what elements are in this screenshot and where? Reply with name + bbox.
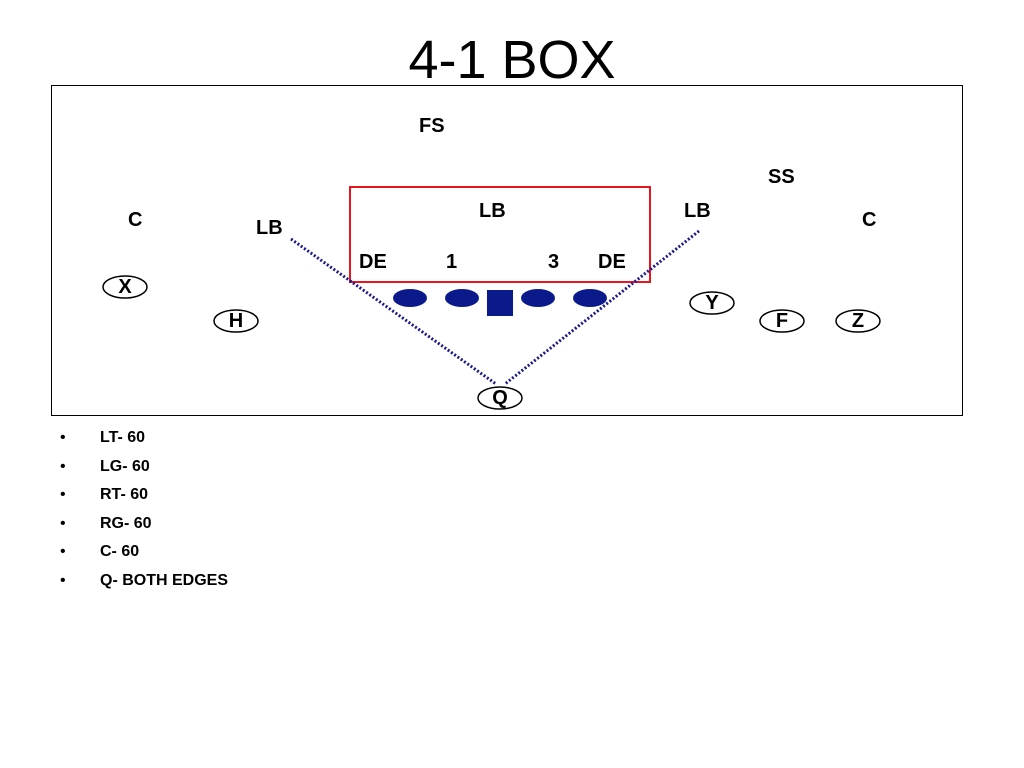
- player-f-label: F: [775, 310, 789, 332]
- defensive-end-left-label: DE: [359, 251, 387, 273]
- linebacker-right-label: LB: [684, 200, 711, 222]
- lineman-right-tackle: [573, 289, 607, 307]
- linebacker-left-label: LB: [256, 217, 283, 239]
- three-technique-label: 3: [548, 251, 560, 273]
- defensive-end-right-label: DE: [598, 251, 626, 273]
- player-z-label: Z: [851, 310, 865, 332]
- diagram-graphics: [102, 186, 881, 410]
- player-x-circle: [102, 275, 148, 299]
- player-q-circle: [477, 386, 523, 410]
- bullet-glyph: •: [60, 543, 66, 561]
- note-text: RG- 60: [100, 514, 152, 532]
- note-text: LG- 60: [100, 457, 150, 475]
- bullet-glyph: •: [60, 457, 66, 475]
- note-item: • RT- 60: [60, 481, 228, 510]
- lineman-left-guard: [445, 289, 479, 307]
- player-f-circle: [759, 309, 805, 333]
- note-item: • C- 60: [60, 538, 228, 567]
- note-text: RT- 60: [100, 486, 149, 504]
- note-item: • RG- 60: [60, 510, 228, 539]
- note-item: • LG- 60: [60, 453, 228, 482]
- bullet-glyph: •: [60, 514, 66, 532]
- linebacker-middle-label: LB: [479, 200, 506, 222]
- player-h-label: H: [228, 310, 244, 332]
- box-outline: [349, 186, 651, 283]
- player-z-circle: [835, 309, 881, 333]
- lineman-center: [487, 290, 513, 316]
- lineman-right-guard: [521, 289, 555, 307]
- note-text: LT- 60: [100, 429, 146, 446]
- bullet-glyph: •: [60, 486, 66, 504]
- corner-left-label: C: [128, 209, 143, 231]
- assignment-notes: • LT- 60 • LG- 60 • RT- 60 • RG- 60 • C- 60 •…: [60, 424, 228, 596]
- bullet-glyph: •: [60, 429, 66, 446]
- slide-title: 4-1 BOX: [408, 30, 616, 90]
- play-diagram: FS SS C C LB LB LB DE 1 3 DE X H Y F Z Q: [51, 85, 963, 416]
- free-safety-label: FS: [419, 115, 445, 137]
- lineman-left-tackle: [393, 289, 427, 307]
- one-technique-label: 1: [446, 251, 458, 273]
- note-item: • LT- 60: [60, 424, 228, 453]
- coverage-line-right: [504, 229, 700, 386]
- strong-safety-label: SS: [768, 166, 795, 188]
- player-h-circle: [213, 309, 259, 333]
- bullet-glyph: •: [60, 571, 66, 589]
- note-item: • Q- BOTH EDGES: [60, 567, 228, 596]
- note-text: C- 60: [100, 543, 140, 561]
- corner-right-label: C: [862, 209, 877, 231]
- player-x-label: X: [118, 276, 132, 298]
- player-q-label: Q: [492, 387, 508, 409]
- coverage-line-left: [290, 237, 497, 386]
- player-y-circle: [689, 291, 735, 315]
- player-y-label: Y: [705, 292, 719, 314]
- note-text: Q- BOTH EDGES: [100, 571, 229, 589]
